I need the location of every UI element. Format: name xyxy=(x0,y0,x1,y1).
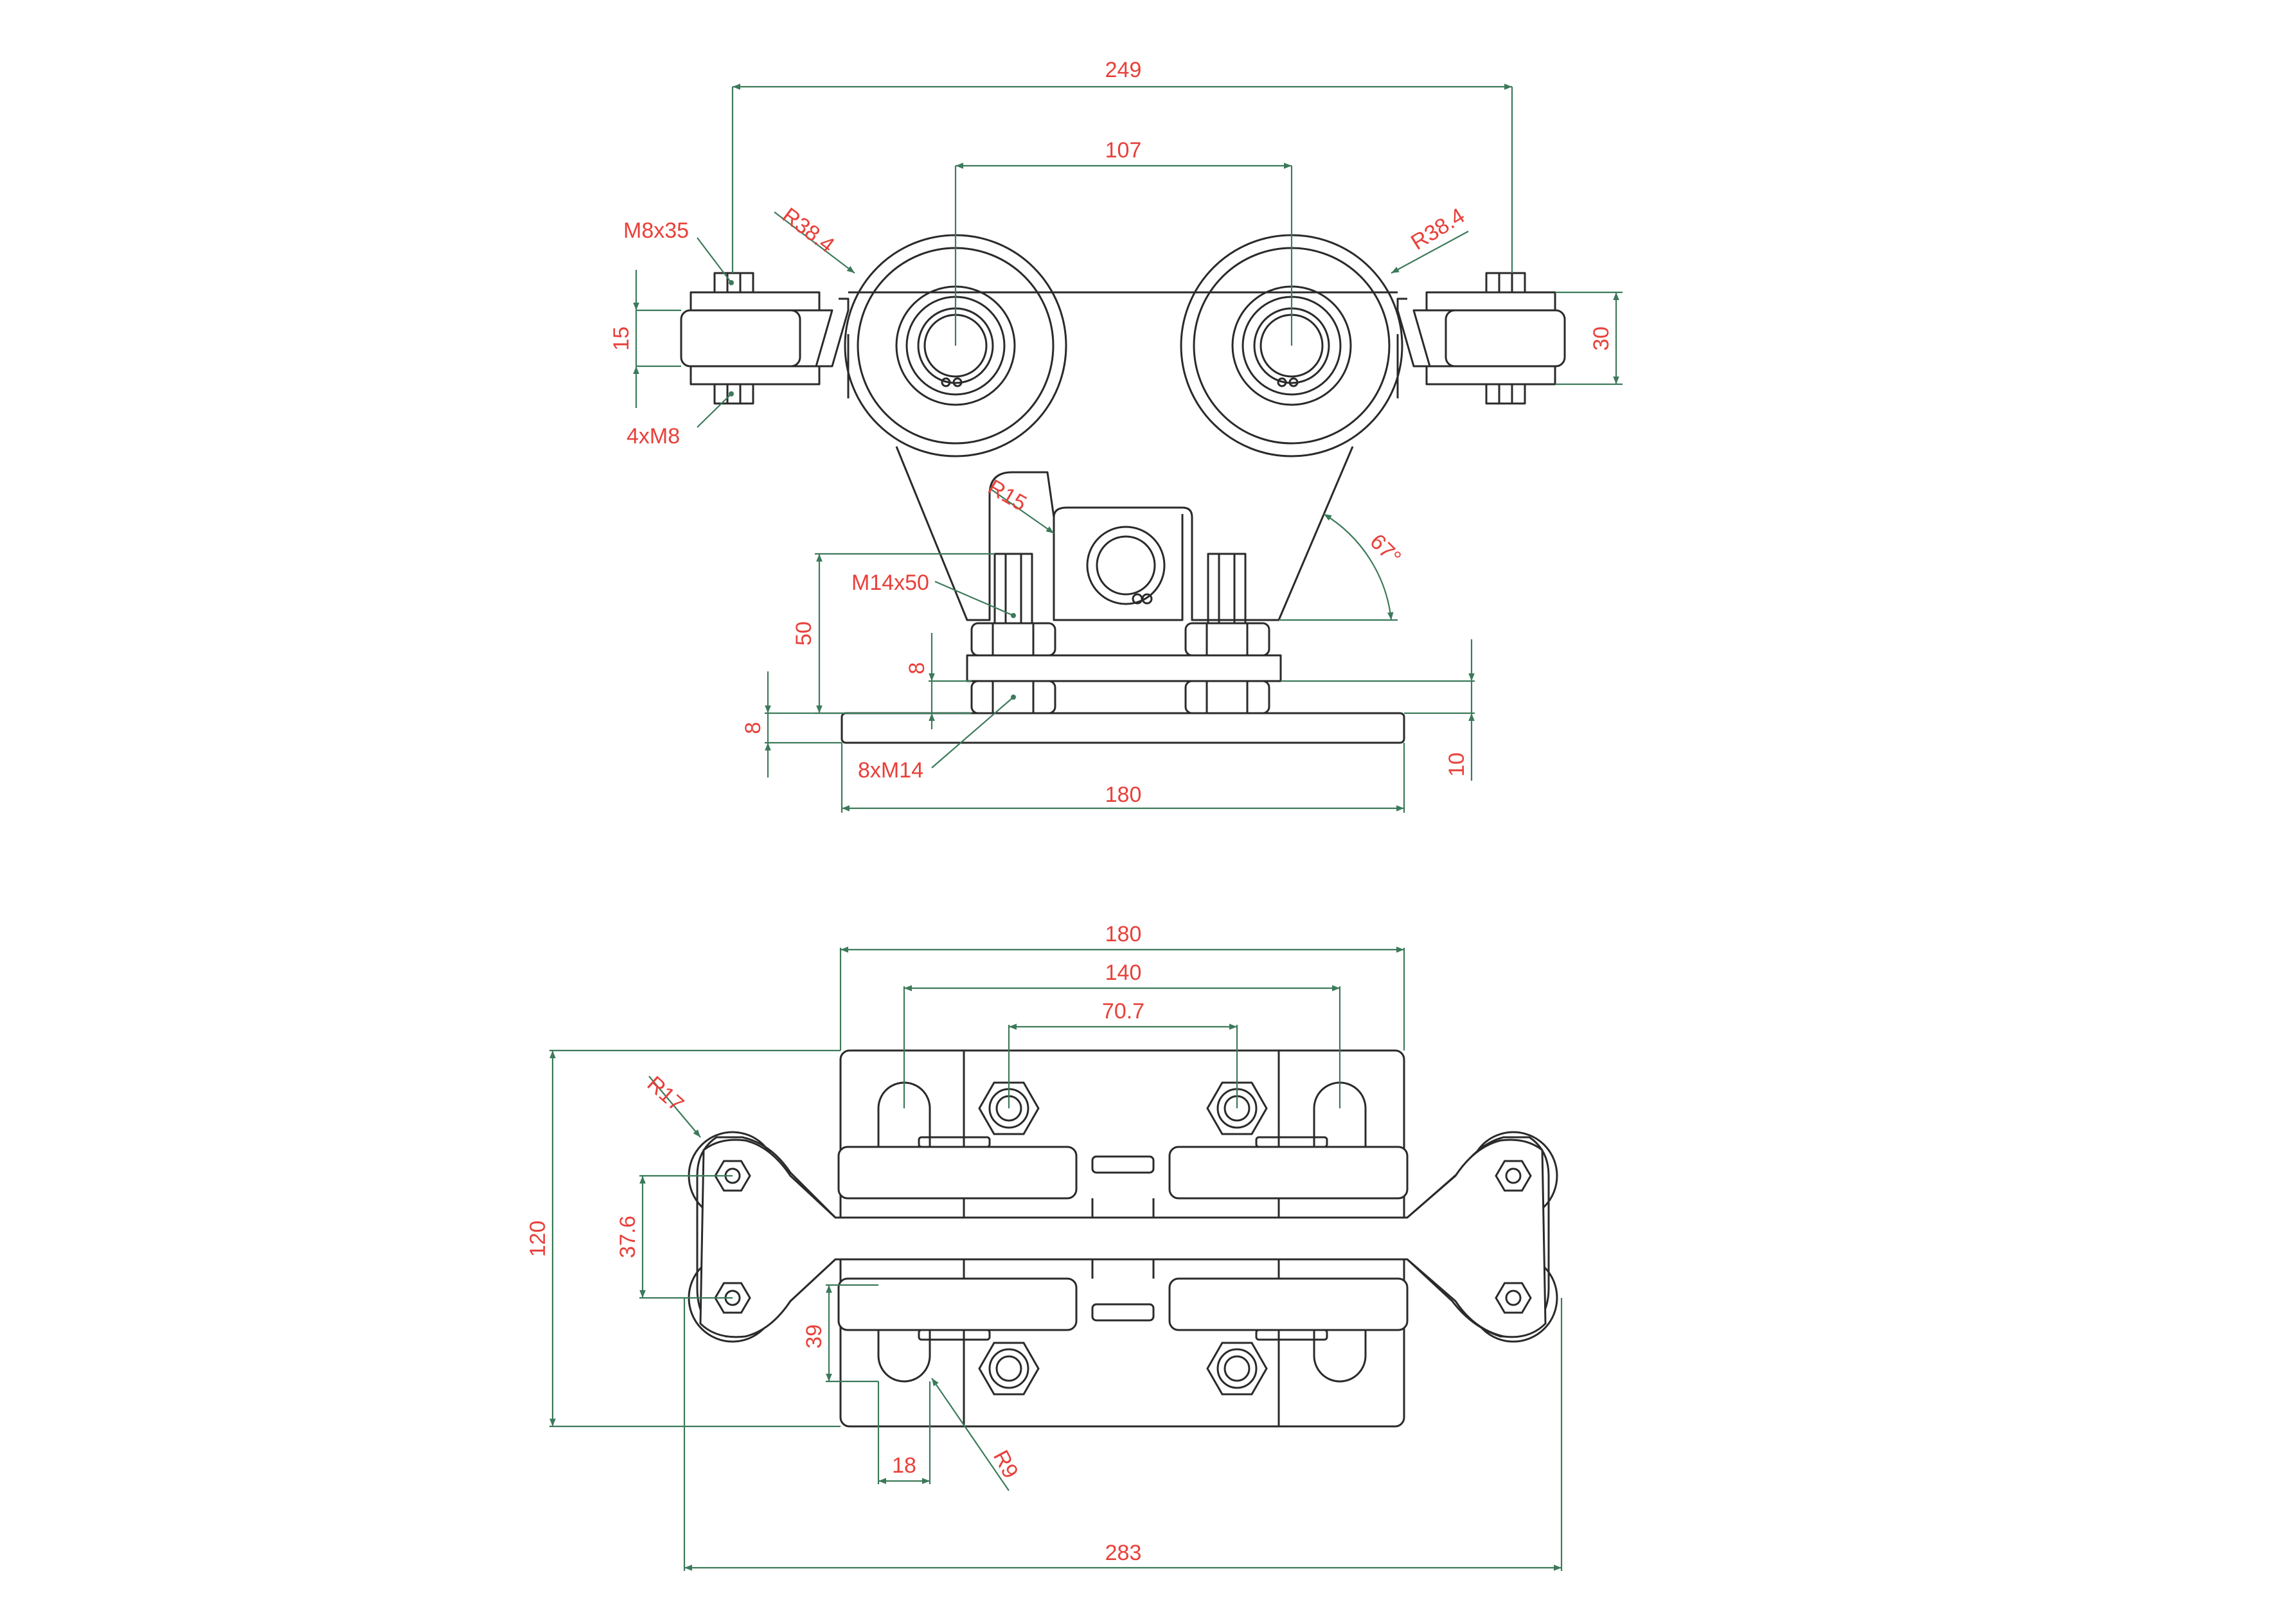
carriage-bracket xyxy=(895,291,1354,621)
dim-r15: R15 xyxy=(984,475,1031,516)
dim-15: 15 xyxy=(609,326,634,351)
dim-39: 39 xyxy=(802,1324,826,1349)
dim-m14x50: M14x50 xyxy=(851,571,929,595)
dim-180-front: 180 xyxy=(1105,783,1142,807)
top-view: 180 140 70.7 R17 120 37.6 xyxy=(526,922,1563,1571)
dim-r17: R17 xyxy=(643,1072,689,1117)
dim-249: 249 xyxy=(1105,58,1142,82)
center-lug xyxy=(1086,526,1166,605)
dim-120: 120 xyxy=(526,1221,550,1257)
stud-left xyxy=(993,553,1033,625)
top-dimensions: 180 140 70.7 R17 120 37.6 xyxy=(526,922,1563,1571)
mid-plate xyxy=(966,654,1282,682)
arm-bolt-br xyxy=(1495,1282,1532,1314)
dim-283: 283 xyxy=(1105,1541,1142,1565)
dim-8xm14: 8xM14 xyxy=(858,758,923,783)
dim-37-6: 37.6 xyxy=(616,1216,640,1258)
dim-107: 107 xyxy=(1105,138,1142,163)
dim-70-7: 70.7 xyxy=(1102,999,1144,1024)
dim-140: 140 xyxy=(1105,961,1142,985)
dim-10: 10 xyxy=(1445,752,1469,777)
dim-m8x35: M8x35 xyxy=(623,218,689,243)
nut-row-upper xyxy=(970,622,1270,657)
base-plate xyxy=(841,712,1405,744)
dim-r38-left: R38.4 xyxy=(778,203,839,258)
wheel-blocks xyxy=(837,1136,1409,1341)
dim-18: 18 xyxy=(892,1453,916,1478)
dim-180-top: 180 xyxy=(1105,922,1142,946)
front-view: 249 107 R38.4 R38.4 M8x35 4xM8 xyxy=(609,58,1623,813)
stud-nut-bl xyxy=(978,1342,1040,1396)
right-side-roller xyxy=(1170,272,1566,405)
dim-30: 30 xyxy=(1589,326,1614,351)
dim-r9: R9 xyxy=(988,1446,1023,1482)
dim-8-nut: 8 xyxy=(905,662,929,675)
front-dimensions: 249 107 R38.4 R38.4 M8x35 4xM8 xyxy=(609,58,1623,813)
dim-4xm8: 4xM8 xyxy=(627,424,680,448)
arm-bolt-tr xyxy=(1495,1160,1532,1192)
stud-nut-br xyxy=(1206,1342,1268,1396)
dim-50: 50 xyxy=(792,621,816,646)
left-side-roller xyxy=(680,272,1063,405)
dim-67deg: 67° xyxy=(1365,529,1405,570)
dim-8-base: 8 xyxy=(741,722,765,734)
stud-right xyxy=(1207,553,1247,625)
nut-row-lower xyxy=(970,680,1270,714)
